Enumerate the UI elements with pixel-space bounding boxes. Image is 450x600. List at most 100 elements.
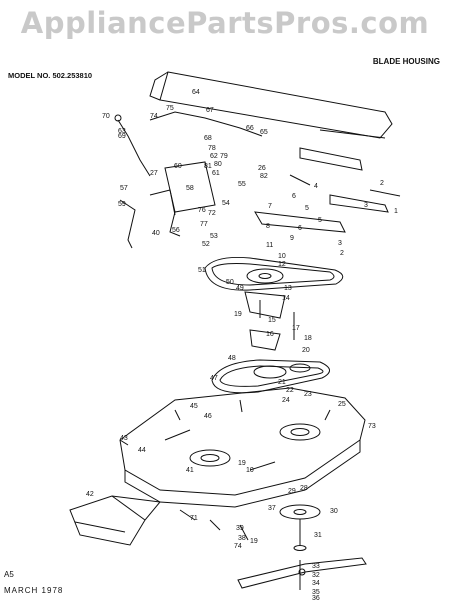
hardware-leaders (119, 300, 301, 590)
callout-number: 48 (228, 355, 236, 362)
callout-number: 43 (120, 435, 128, 442)
callout-number: 8 (266, 223, 270, 230)
callout-number: 47 (210, 375, 218, 382)
spindle-pulley (279, 504, 321, 551)
callout-number: 57 (120, 185, 128, 192)
callout-number: 46 (204, 413, 212, 420)
callout-number: 56 (172, 227, 180, 234)
callout-number: 61 (212, 170, 220, 177)
callout-number: 25 (338, 401, 346, 408)
callout-number: 5 (318, 217, 322, 224)
callout-number: 67 (206, 107, 214, 114)
callout-number: 11 (266, 242, 273, 249)
upper-v-belt (204, 257, 344, 291)
callout-number: 51 (198, 267, 206, 274)
callout-number: 74 (150, 113, 158, 120)
footer-date: MARCH 1978 (4, 586, 64, 595)
callout-number: 6 (298, 225, 302, 232)
callout-number: 42 (86, 491, 94, 498)
callout-number: 17 (292, 325, 300, 332)
callout-number: 19 (234, 311, 242, 318)
callout-number: 54 (222, 200, 230, 207)
idler-bracket (244, 291, 286, 351)
callout-number: 7 (268, 203, 272, 210)
callout-number: 49 (236, 285, 244, 292)
model-number-label: MODEL NO. 502.253810 (8, 71, 93, 80)
callout-number: 23 (304, 391, 312, 398)
callout-number: 15 (268, 317, 276, 324)
upper-pulley (246, 268, 284, 284)
callout-number: 45 (190, 403, 198, 410)
callout-number: 68 (204, 135, 212, 142)
callout-number: 10 (278, 253, 286, 260)
callout-number: 30 (330, 508, 338, 515)
callout-number: 53 (210, 233, 218, 240)
callout-number: 31 (314, 532, 322, 539)
callout-number: 35 (312, 589, 320, 596)
mower-blade (237, 557, 367, 589)
callout-number: 37 (268, 505, 276, 512)
callout-number: 32 (312, 572, 320, 579)
callout-number: 59 (118, 201, 126, 208)
discharge-chute (69, 495, 161, 546)
callout-number: 33 (312, 563, 320, 570)
callout-number: 70 (102, 113, 110, 120)
callout-number: 81 (204, 163, 212, 170)
callout-number: 73 (368, 423, 376, 430)
callout-number: 75 (166, 105, 174, 112)
callout-number: 9 (290, 235, 294, 242)
callout-number: 29 (288, 488, 296, 495)
callout-number: 4 (314, 183, 318, 190)
callout-number: 41 (186, 467, 194, 474)
callout-number: 27 (150, 170, 158, 177)
callout-number: 26 (258, 165, 266, 172)
callout-number: 58 (186, 185, 194, 192)
callout-number: 38 (238, 535, 246, 542)
callout-number: 28 (300, 485, 308, 492)
callout-labels: 1 2 2 3 3 4 5 5 6 6 7 8 9 10 10 11 12 13… (86, 89, 398, 600)
callout-number: 52 (202, 241, 210, 248)
callout-number: 19 (250, 538, 258, 545)
callout-number: 50 (226, 279, 234, 286)
callout-number: 79 (220, 153, 228, 160)
callout-number: 60 (174, 163, 182, 170)
bracket-assembly (254, 174, 401, 233)
callout-number: 82 (260, 173, 268, 180)
callout-number: 1 (394, 208, 398, 215)
callout-number: 80 (214, 161, 222, 168)
callout-number: 44 (138, 447, 146, 454)
callout-number: 78 (208, 145, 216, 152)
callout-number: 20 (302, 347, 310, 354)
lift-lever-assembly (114, 111, 263, 249)
callout-number: 76 (198, 207, 206, 214)
callout-number: 36 (312, 595, 320, 600)
callout-number: 69 (118, 133, 126, 140)
callout-number: 3 (364, 202, 368, 209)
callout-number: 64 (192, 89, 200, 96)
lower-v-belt (211, 359, 330, 394)
callout-number: 13 (284, 285, 292, 292)
callout-number: 21 (278, 379, 286, 386)
callout-number: 65 (260, 129, 268, 136)
callout-number: 14 (282, 295, 290, 302)
callout-number: 74 (234, 543, 242, 550)
callout-number: 24 (282, 397, 290, 404)
section-title: BLADE HOUSING (372, 57, 440, 66)
callout-number: 12 (278, 261, 286, 268)
callout-number: 16 (266, 331, 274, 338)
callout-number: 77 (200, 221, 208, 228)
callout-number: 62 (210, 153, 218, 160)
callout-number: 10 (246, 467, 254, 474)
frame-rail (149, 71, 393, 171)
callout-number: 34 (312, 580, 320, 587)
callout-number: 22 (286, 387, 294, 394)
callout-number: 18 (304, 335, 312, 342)
callout-number: 63 (118, 128, 126, 135)
watermark-text: AppliancePartsPros.com (20, 6, 430, 40)
callout-number: 40 (152, 230, 160, 237)
callout-number: 72 (208, 210, 216, 217)
callout-number: 39 (236, 525, 244, 532)
footer-code: A5 (4, 570, 14, 579)
callout-number: 6 (292, 193, 296, 200)
